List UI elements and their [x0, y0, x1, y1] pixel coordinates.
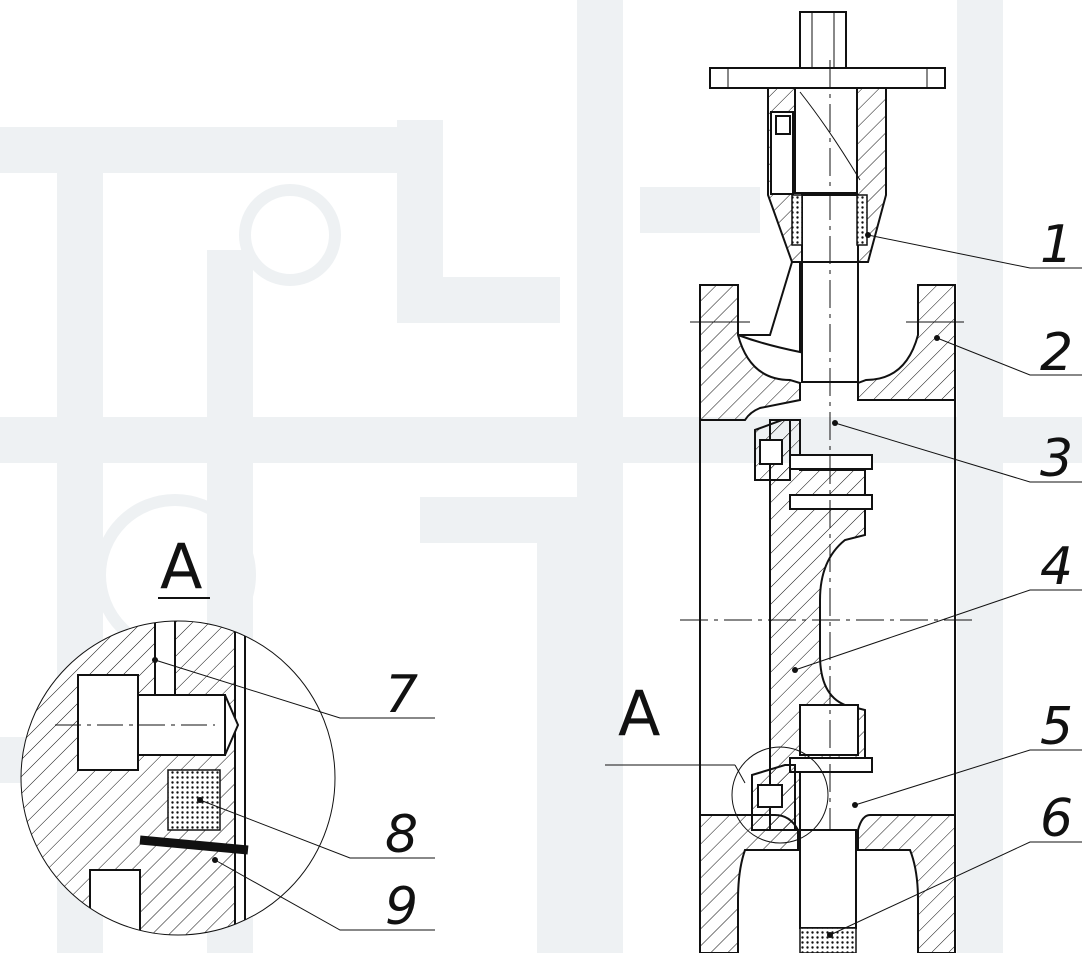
leader-lines: [792, 232, 1082, 938]
label-part-8: 8: [385, 805, 418, 865]
label-part-6: 6: [1040, 789, 1073, 849]
label-part-2: 2: [1040, 323, 1073, 383]
label-part-5: 5: [1040, 697, 1073, 757]
detail-callout-letter: A: [618, 677, 660, 750]
detail-view-title: A: [160, 530, 202, 603]
label-part-9: 9: [385, 877, 418, 937]
label-part-1: 1: [1040, 215, 1073, 275]
detail-view-a: [20, 597, 435, 936]
valve-section: [605, 11, 975, 953]
label-part-4: 4: [1040, 537, 1073, 597]
label-part-3: 3: [1040, 429, 1073, 489]
label-part-7: 7: [385, 665, 418, 725]
